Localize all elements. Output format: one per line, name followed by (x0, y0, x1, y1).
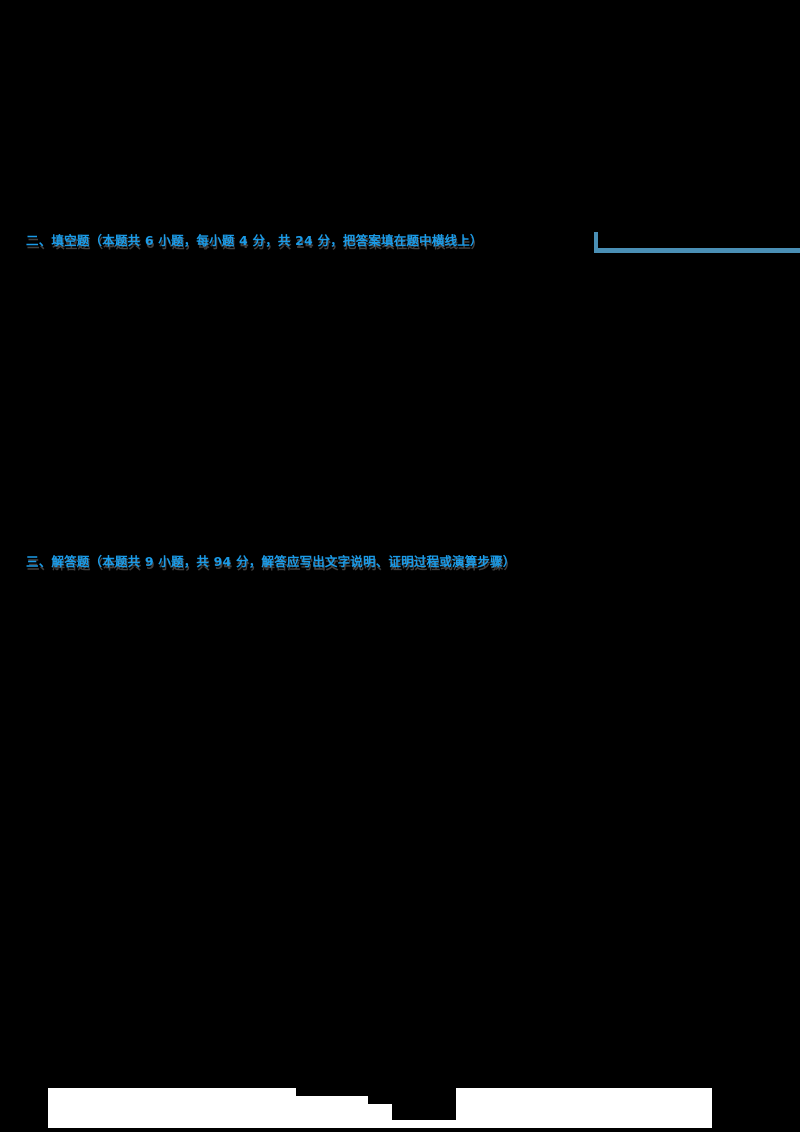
footer-block-mid (296, 1096, 368, 1128)
footer-block-mid (368, 1112, 392, 1128)
heading-rule-line (598, 248, 800, 253)
footer-block-notch (368, 1104, 392, 1112)
heading-rule-tick (594, 232, 598, 253)
section-heading-answer-questions: 三、解答题（本题共 9 小题，共 94 分，解答应写出文字说明、证明过程或演算步… (26, 554, 516, 569)
footer-block-left (48, 1088, 296, 1128)
section-heading-fill-in-blank: 二、填空题（本题共 6 小题，每小题 4 分，共 24 分，把答案填在题中横线上… (26, 233, 483, 248)
footer-block-mid (392, 1120, 456, 1128)
footer-block-right (456, 1088, 712, 1128)
